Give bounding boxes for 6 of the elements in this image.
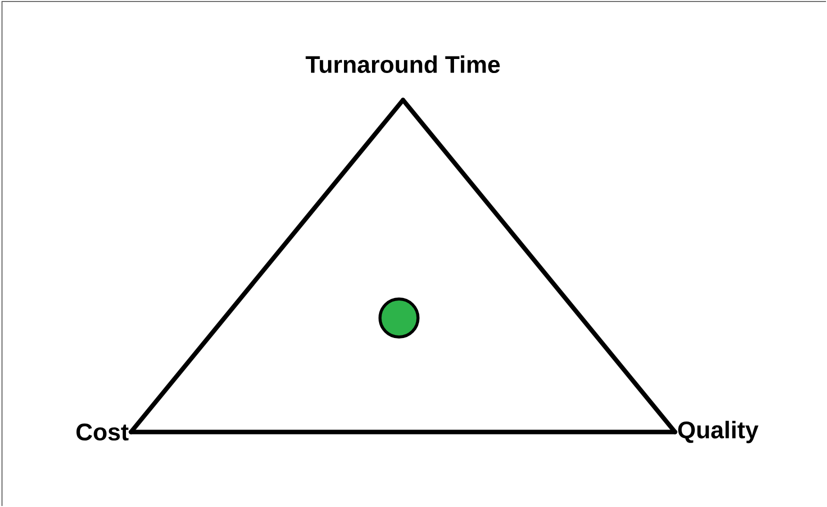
triangle-side: [400, 98, 678, 434]
vertex-label: Turnaround Time: [306, 55, 500, 74]
indicator-dot: [378, 298, 420, 338]
triangle-side: [128, 430, 678, 434]
vertex-label: Quality: [678, 420, 758, 444]
vertex-label: Cost: [76, 424, 128, 440]
